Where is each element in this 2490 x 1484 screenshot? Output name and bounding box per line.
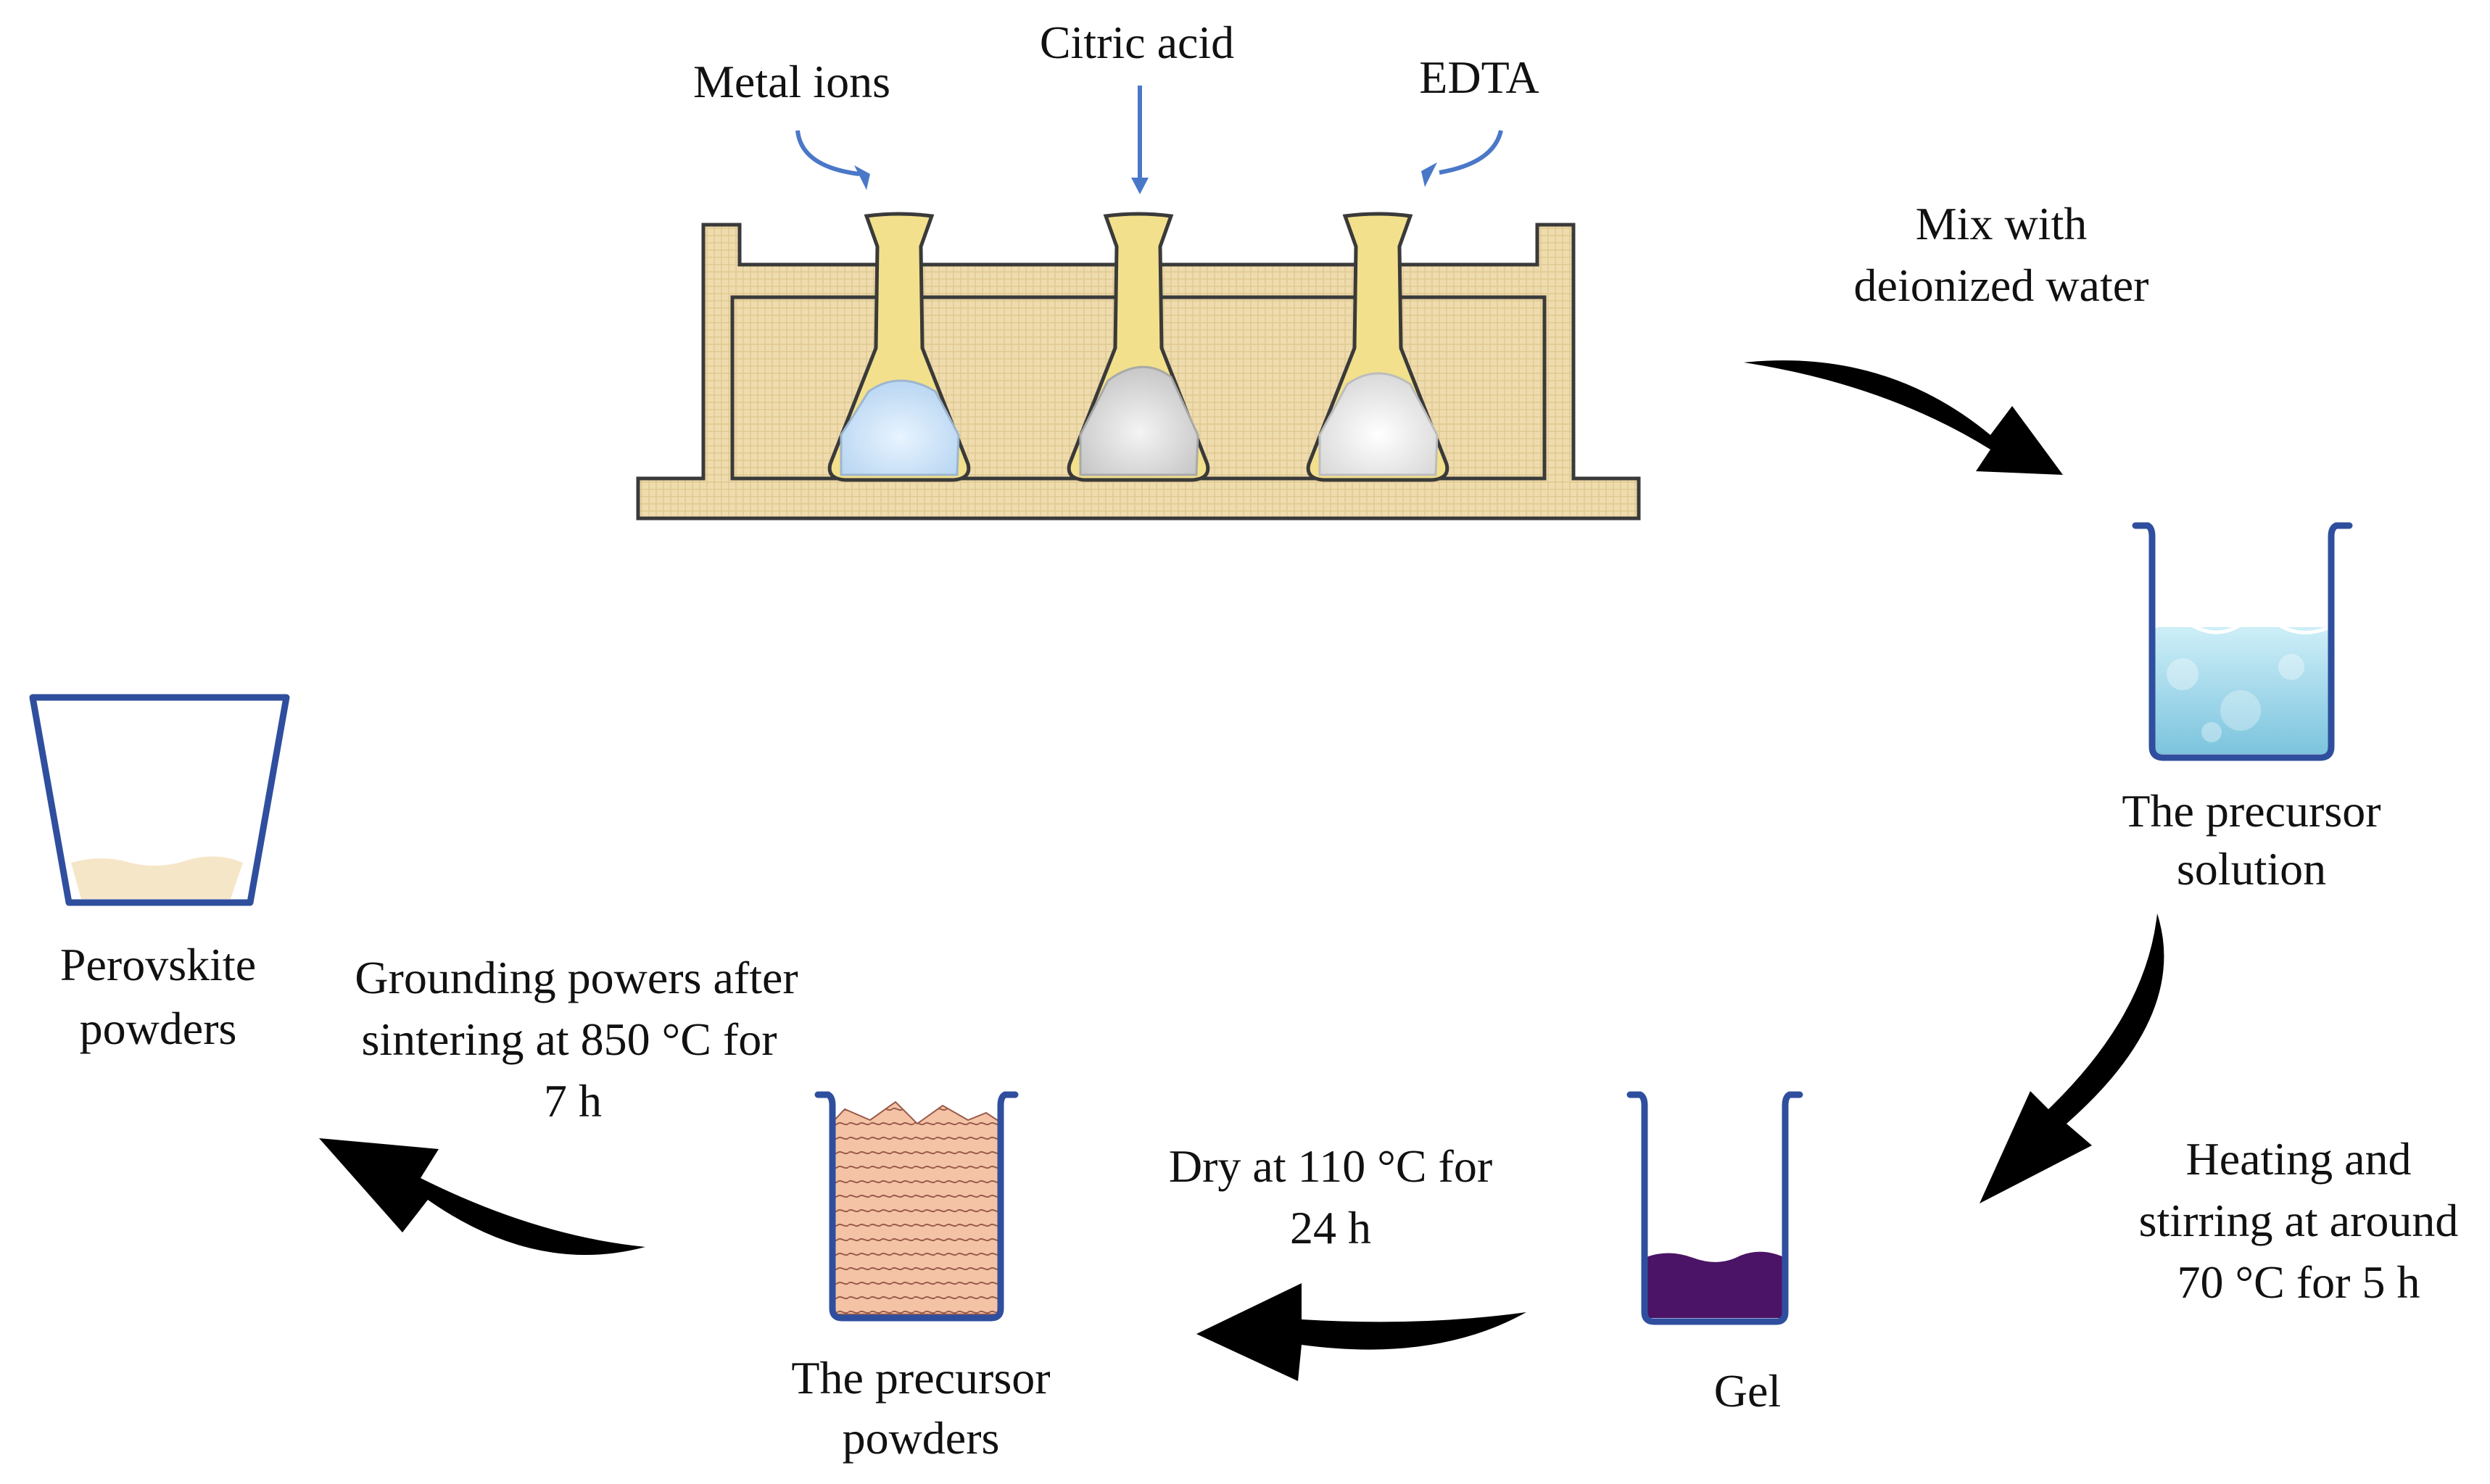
reagent-arrow-citric-acid <box>1131 86 1149 194</box>
beaker-gel <box>1626 1091 1803 1325</box>
step-grounding-label-line3: 7 h <box>544 1075 602 1127</box>
reagent-label-metal-ions: Metal ions <box>693 56 890 107</box>
reagent-label-citric-acid: Citric acid <box>1040 17 1234 68</box>
flask-metal-ions <box>827 212 971 482</box>
step-mix-label-line1: Mix with <box>1916 198 2087 249</box>
step-dry-label-line1: Dry at 110 °C for <box>1169 1140 1492 1192</box>
beaker-precursor-powders <box>814 1091 1019 1322</box>
process-arrow-grounding <box>319 1138 645 1256</box>
step-heating-label-line3: 70 °C for 5 h <box>2177 1256 2420 1308</box>
flask-edta <box>1306 212 1449 482</box>
step-gel-label: Gel <box>1714 1365 1781 1417</box>
step-heating-label-line1: Heating and <box>2186 1133 2412 1185</box>
flask-citric-acid <box>1067 212 1210 482</box>
beaker-precursor-solution <box>2132 522 2353 761</box>
beaker-perovskite-powders <box>29 694 290 906</box>
step-dry-label-line2: 24 h <box>1290 1202 1371 1253</box>
reagent-arrow-edta <box>1421 130 1503 187</box>
reagent-label-edta: EDTA <box>1419 51 1539 103</box>
step-precursor-powders-label-line1: The precursor <box>791 1352 1050 1404</box>
process-arrow-mix <box>1744 360 2063 475</box>
step-precursor-solution-label-line1: The precursor <box>2122 785 2381 837</box>
process-arrow-dry <box>1196 1283 1526 1381</box>
reagent-arrow-metal-ions <box>795 130 870 190</box>
step-grounding-label-line2: sintering at 850 °C for <box>361 1013 777 1065</box>
step-perovskite-label-line1: Perovskite <box>60 939 256 990</box>
step-perovskite-label-line2: powders <box>80 1003 237 1054</box>
process-arrow-heating <box>1980 913 2164 1203</box>
step-precursor-powders-label-line2: powders <box>843 1412 1000 1464</box>
step-grounding-label-line1: Grounding powers after <box>355 952 798 1003</box>
step-mix-label-line2: deionized water <box>1854 260 2149 311</box>
step-precursor-solution-label-line2: solution <box>2177 843 2326 895</box>
step-heating-label-line2: stirring at around <box>2139 1195 2459 1246</box>
